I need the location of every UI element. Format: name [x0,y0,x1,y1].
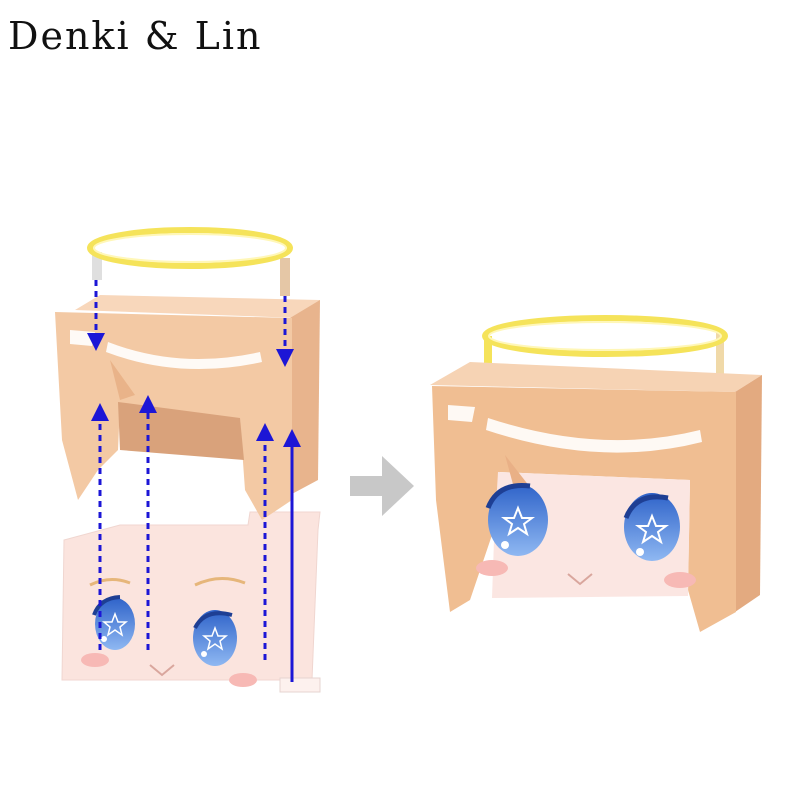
assembly-arrows [87,280,301,682]
face-panel-piece [61,511,321,693]
right-arrow-icon [350,456,414,516]
blush-right-icon [229,673,257,687]
assembled-figure [430,315,762,632]
eye-left-icon [92,595,135,650]
assembled-eye-left-icon [485,482,548,556]
assembled-mouth-icon [567,573,593,586]
hair-cover-piece [55,295,320,520]
blush-left-icon [81,653,109,667]
mouth-icon [149,664,175,677]
assembled-blush-right-icon [664,572,696,588]
halo-piece [87,227,293,296]
assembled-eye-right-icon [623,493,680,561]
assembled-blush-left-icon [476,560,508,576]
eye-right-icon [193,610,237,666]
brand-logo-text: Denki & Lin [8,14,263,58]
